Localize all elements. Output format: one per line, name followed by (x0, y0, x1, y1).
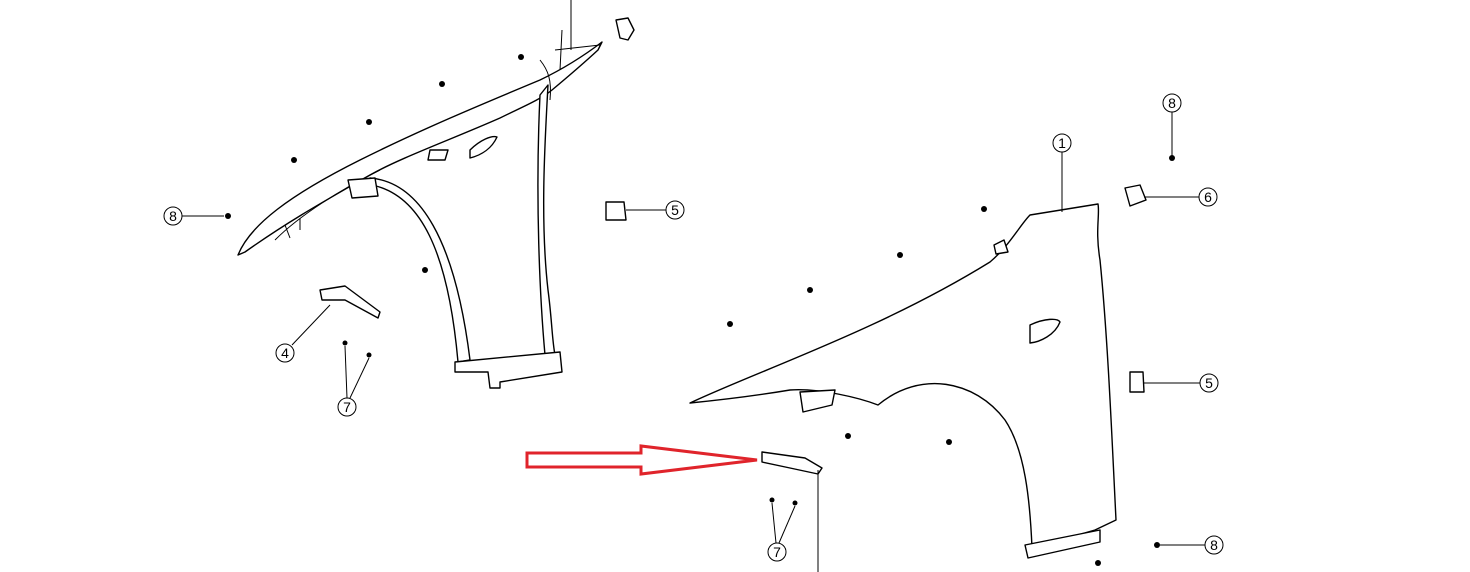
callout-right-8-bottom: 8 (1160, 535, 1224, 555)
callout-right-8-top: 8 (1162, 93, 1182, 156)
callout-label: 4 (281, 345, 289, 361)
callout-left-5: 5 (626, 200, 685, 220)
callout-label: 1 (1058, 135, 1066, 151)
callout-label: 7 (343, 399, 351, 415)
callout-right-5: 5 (1144, 373, 1219, 393)
callout-right-1: 1 (1052, 133, 1072, 212)
callout-label: 7 (773, 544, 781, 560)
bracket-highlighted (761, 451, 823, 475)
highlight-arrow (525, 444, 758, 476)
left-small-parts (225, 0, 627, 358)
callout-right-6: 6 (1144, 187, 1218, 207)
callout-left-4: 4 (275, 304, 331, 363)
clip-top (615, 17, 635, 41)
clip-5 (605, 201, 627, 221)
callout-label: 8 (1210, 537, 1218, 553)
callout-label: 8 (1168, 95, 1176, 111)
bracket-4 (319, 285, 381, 319)
clip-5-right (1129, 371, 1145, 393)
clip-6 (1124, 184, 1147, 207)
left-fender-inner-view (237, 17, 635, 389)
right-fender-outer-view (689, 155, 1175, 572)
callout-left-7: 7 (337, 345, 370, 417)
callout-label: 5 (1205, 375, 1213, 391)
callout-left-8: 8 (163, 206, 224, 226)
callout-label: 8 (169, 208, 177, 224)
callout-label: 6 (1204, 189, 1212, 205)
callout-right-7: 7 (767, 502, 796, 562)
callout-label: 5 (671, 202, 679, 218)
